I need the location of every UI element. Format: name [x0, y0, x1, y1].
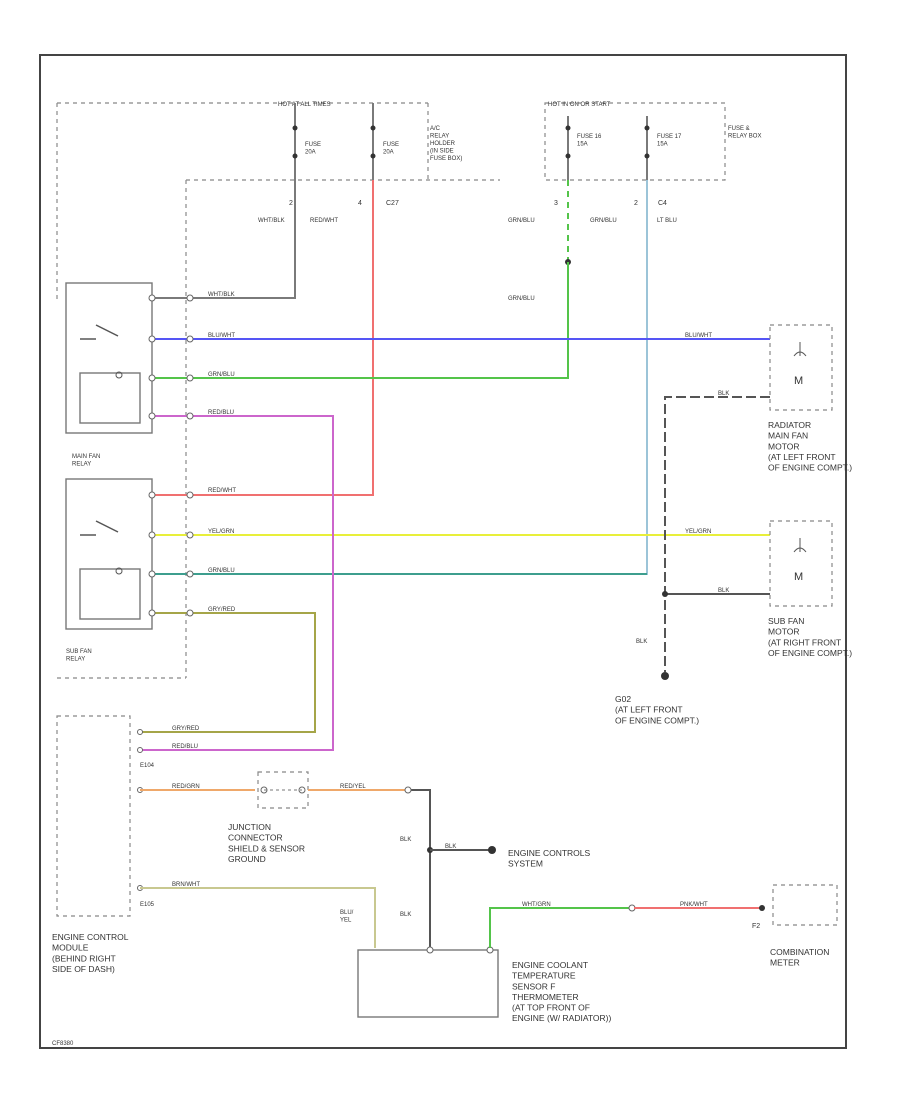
wire-gry-red — [140, 612, 316, 733]
coolant-sensor — [357, 949, 499, 1018]
wire-label-gry-red: GRY/RED — [208, 607, 236, 613]
wire-label-pnk-wht: PNK/WHT — [680, 902, 708, 908]
wire-label-blk-v1: BLK — [400, 837, 411, 843]
wire-label-grn-blu-top-2: GRN/BLU — [590, 218, 617, 224]
wire-label-wht-blk: WHT/BLK — [208, 292, 235, 298]
wire-label-wht-blk-top: WHT/BLK — [258, 218, 285, 224]
main-fan-relay — [65, 282, 153, 434]
sub-fan-motor: M — [769, 520, 833, 607]
fuse-a — [292, 103, 298, 180]
wire-label-grn-blu-sub: GRN/BLU — [208, 568, 235, 574]
wire-label-blu-yel: BLU/YEL — [340, 910, 354, 924]
wire-label-blk-ec: BLK — [445, 844, 456, 850]
ecm-box — [56, 715, 143, 917]
wire-label-blk-v2: BLK — [400, 912, 411, 918]
wire-label-red-yel: RED/YEL — [340, 784, 366, 790]
diagram-frame — [39, 54, 847, 1049]
sub-fan-relay — [65, 478, 153, 630]
wire-label-yel-grn-right: YEL/GRN — [685, 529, 711, 535]
wire-blk-ground — [664, 396, 770, 672]
wire-wht-blk — [152, 180, 296, 299]
splice-ground — [662, 591, 668, 597]
engine-controls-arrow — [488, 846, 496, 854]
wire-blk-sensor — [408, 789, 431, 948]
wire-label-yel-grn-left: YEL/GRN — [208, 529, 234, 535]
wire-red-blu — [140, 415, 334, 751]
hot-ign-label: HOT IN ON OR START — [548, 102, 611, 108]
fuse-relay-box-label: FUSE &RELAY BOX — [728, 126, 761, 140]
connector-e104: E104 — [140, 763, 155, 769]
fuse-17 — [644, 116, 650, 180]
footer-code: CF8380 — [52, 1041, 74, 1047]
pin-2-b: 2 — [634, 200, 638, 207]
combination-meter — [772, 884, 838, 926]
wire-label-blk-main: BLK — [718, 391, 729, 397]
wire-wht-grn — [489, 907, 630, 948]
wire-label-ltb: LT BLU — [657, 218, 677, 224]
wire-label-brn-wht: BRN/WHT — [172, 882, 200, 888]
wire-label-blk-ground: BLK — [636, 639, 647, 645]
wire-label-blu-wht-right: BLU/WHT — [685, 333, 712, 339]
hot-at-all-times-bus — [56, 102, 429, 302]
fuse-relay-box — [544, 102, 726, 181]
hot-at-all-times-label: HOT AT ALL TIMES — [278, 102, 331, 108]
wire-brn-wht — [140, 887, 376, 948]
wire-label-blu-wht-left: BLU/WHT — [208, 333, 235, 339]
pin-3: 3 — [554, 200, 558, 207]
wire-label-gry-red-ecm: GRY/RED — [172, 726, 200, 732]
svg-text:M: M — [794, 375, 803, 387]
pin-c4: C4 — [658, 200, 667, 207]
wire-label-blk-sub: BLK — [718, 588, 729, 594]
fuse-b — [370, 103, 376, 180]
wire-red-yel — [308, 789, 431, 948]
wire-label-grn-blu-top: GRN/BLU — [508, 218, 535, 224]
ground-point — [661, 672, 669, 680]
wire-red-wht — [152, 180, 374, 496]
meter-terminal — [759, 905, 765, 911]
wire-label-red-blu-ecm: RED/BLU — [172, 744, 198, 750]
wire-label-grn-blu-mid: GRN/BLU — [508, 296, 535, 302]
wire-grn-blu-main — [152, 262, 569, 379]
connector-e105: E105 — [140, 902, 155, 908]
wire-label-red-wht: RED/WHT — [208, 488, 236, 494]
relay-terminals — [148, 294, 194, 617]
svg-text:M: M — [794, 571, 803, 583]
fuse-16 — [565, 116, 571, 180]
wire-label-grn-blu-relay: GRN/BLU — [208, 372, 235, 378]
wire-label-red-wht-top: RED/WHT — [310, 218, 338, 224]
pin-4: 4 — [358, 200, 362, 207]
wire-label-red-grn: RED/GRN — [172, 784, 200, 790]
pin-c27: C27 — [386, 200, 399, 207]
radiator-fan-motor: M — [769, 324, 833, 411]
wire-label-red-blu: RED/BLU — [208, 410, 234, 416]
pin-2-a: 2 — [289, 200, 293, 207]
pin-f2: F2 — [752, 923, 760, 930]
wire-label-wht-grn: WHT/GRN — [522, 902, 551, 908]
